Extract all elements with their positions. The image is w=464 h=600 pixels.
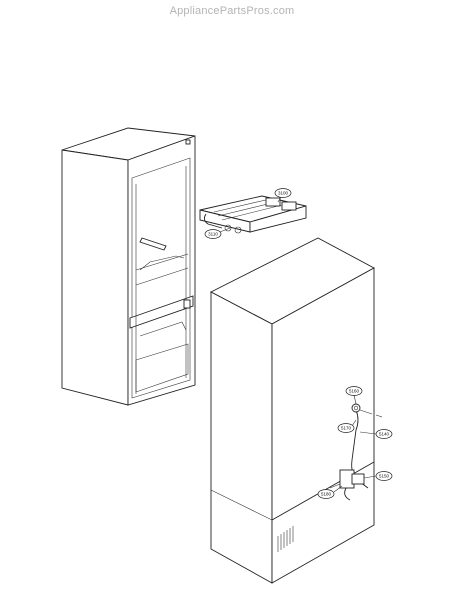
callout-3110: 3110	[204, 227, 231, 239]
callout-5180: 5180	[317, 485, 343, 499]
callout-5140: 5140	[359, 429, 393, 439]
ice-maker-assembly	[199, 189, 307, 234]
cabinet-rear-view	[210, 237, 383, 584]
cabinet-front-view	[61, 127, 196, 406]
watermark: AppliancePartsPros.com	[169, 5, 295, 17]
callout-5150: 5150	[363, 471, 393, 481]
callout-3100: 3100	[274, 188, 292, 203]
callout-label: 5140	[379, 432, 390, 437]
callout-5170: 5170	[337, 419, 357, 433]
callout-5160: 5160	[345, 386, 363, 405]
callout-label: 5160	[349, 389, 360, 394]
callout-label: 5170	[341, 426, 352, 431]
callout-label: 5150	[379, 474, 390, 479]
callout-label: 5180	[321, 492, 332, 497]
callout-label: 3100	[278, 191, 289, 196]
callout-label: 3110	[208, 232, 218, 237]
